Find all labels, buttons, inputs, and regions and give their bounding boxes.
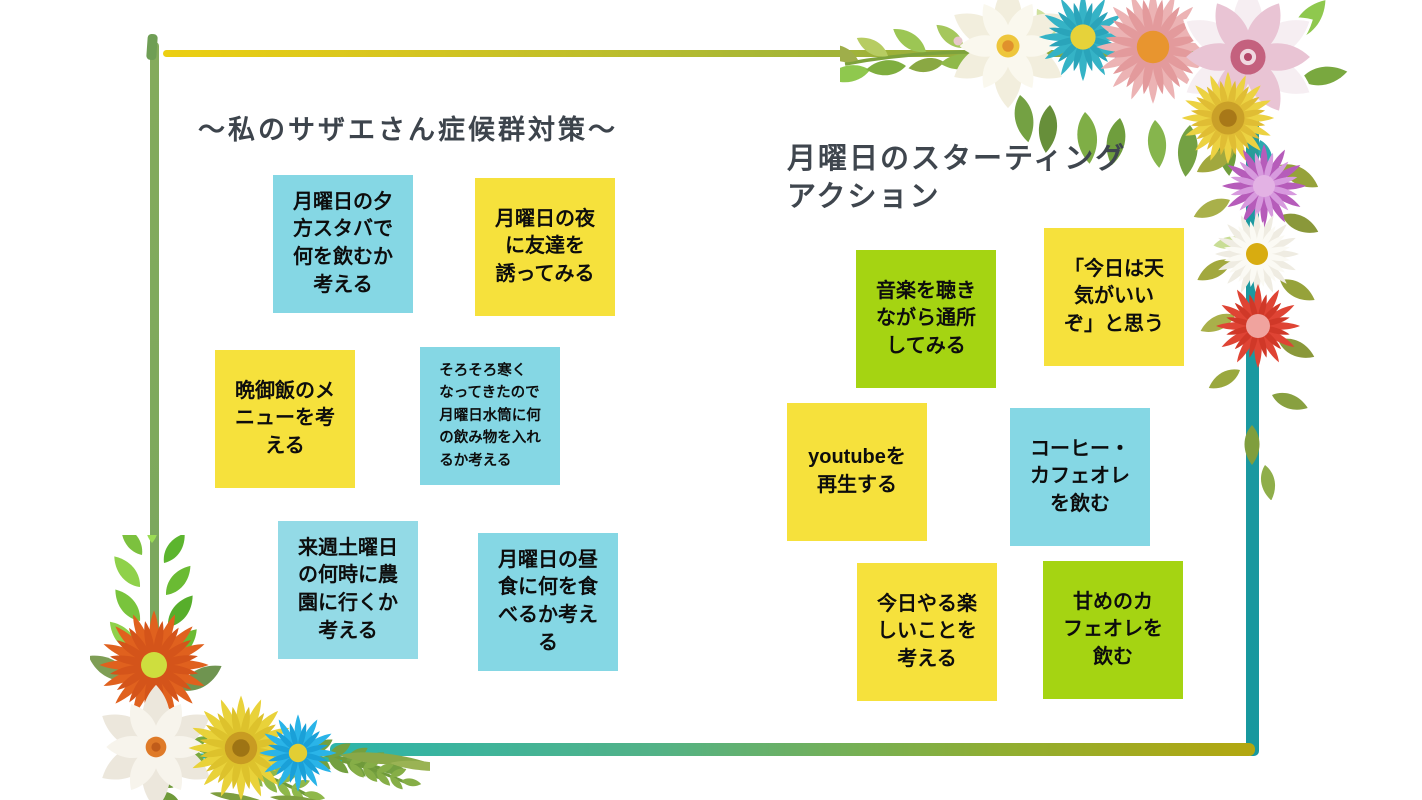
section-title-sazae-countermeasures: ～私のサザエさん症候群対策～ bbox=[198, 115, 618, 145]
fern-fronds bbox=[131, 729, 430, 800]
flower-icon-yellow-sunflower bbox=[189, 696, 294, 800]
teal-stem bbox=[149, 753, 353, 762]
sticky-note[interactable]: 月曜日の夕 方スタバで 何を飲むか 考える bbox=[273, 175, 413, 313]
sticky-note[interactable]: コーヒー・ カフェオレ を飲む bbox=[1010, 408, 1150, 546]
frame-border-top bbox=[163, 50, 1257, 57]
flower-icon-sunflower bbox=[1182, 72, 1274, 164]
sticky-note[interactable]: 「今日は天 気がいい ぞ」と思う bbox=[1044, 228, 1184, 366]
sticky-note[interactable]: そろそろ寒く なってきたので 月曜日水筒に何 の飲み物を入れ るか考える bbox=[420, 347, 560, 485]
section-title-monday-starting-action: 月曜日のスターティング アクション bbox=[787, 143, 1127, 214]
sticky-note[interactable]: 来週土曜日 の何時に農 園に行くか 考える bbox=[278, 521, 418, 659]
frame-brush-tip bbox=[146, 33, 158, 61]
flower-icon-teal-daisy bbox=[1039, 0, 1127, 81]
sticky-note[interactable]: 音楽を聴き ながら通所 してみる bbox=[856, 250, 996, 388]
flower-icon-violet-daisy bbox=[1222, 144, 1306, 228]
sticky-note[interactable]: 甘めのカ フェオレを 飲む bbox=[1043, 561, 1183, 699]
sticky-note[interactable]: 月曜日の昼 食に何を食 べるか考え る bbox=[478, 533, 618, 671]
sticky-note[interactable]: 月曜日の夜 に友達を 誘ってみる bbox=[475, 178, 615, 316]
sticky-note[interactable]: 今日やる楽 しいことを 考える bbox=[857, 563, 997, 701]
flower-icon-cyan-daisy bbox=[259, 714, 336, 791]
sticky-note[interactable]: youtubeを 再生する bbox=[787, 403, 927, 541]
frame-border-right bbox=[1246, 36, 1259, 756]
frame-border-bottom bbox=[330, 743, 1255, 756]
sticky-note[interactable]: 晩御飯のメ ニューを考 える bbox=[215, 350, 355, 488]
frame-border-left bbox=[150, 42, 159, 749]
